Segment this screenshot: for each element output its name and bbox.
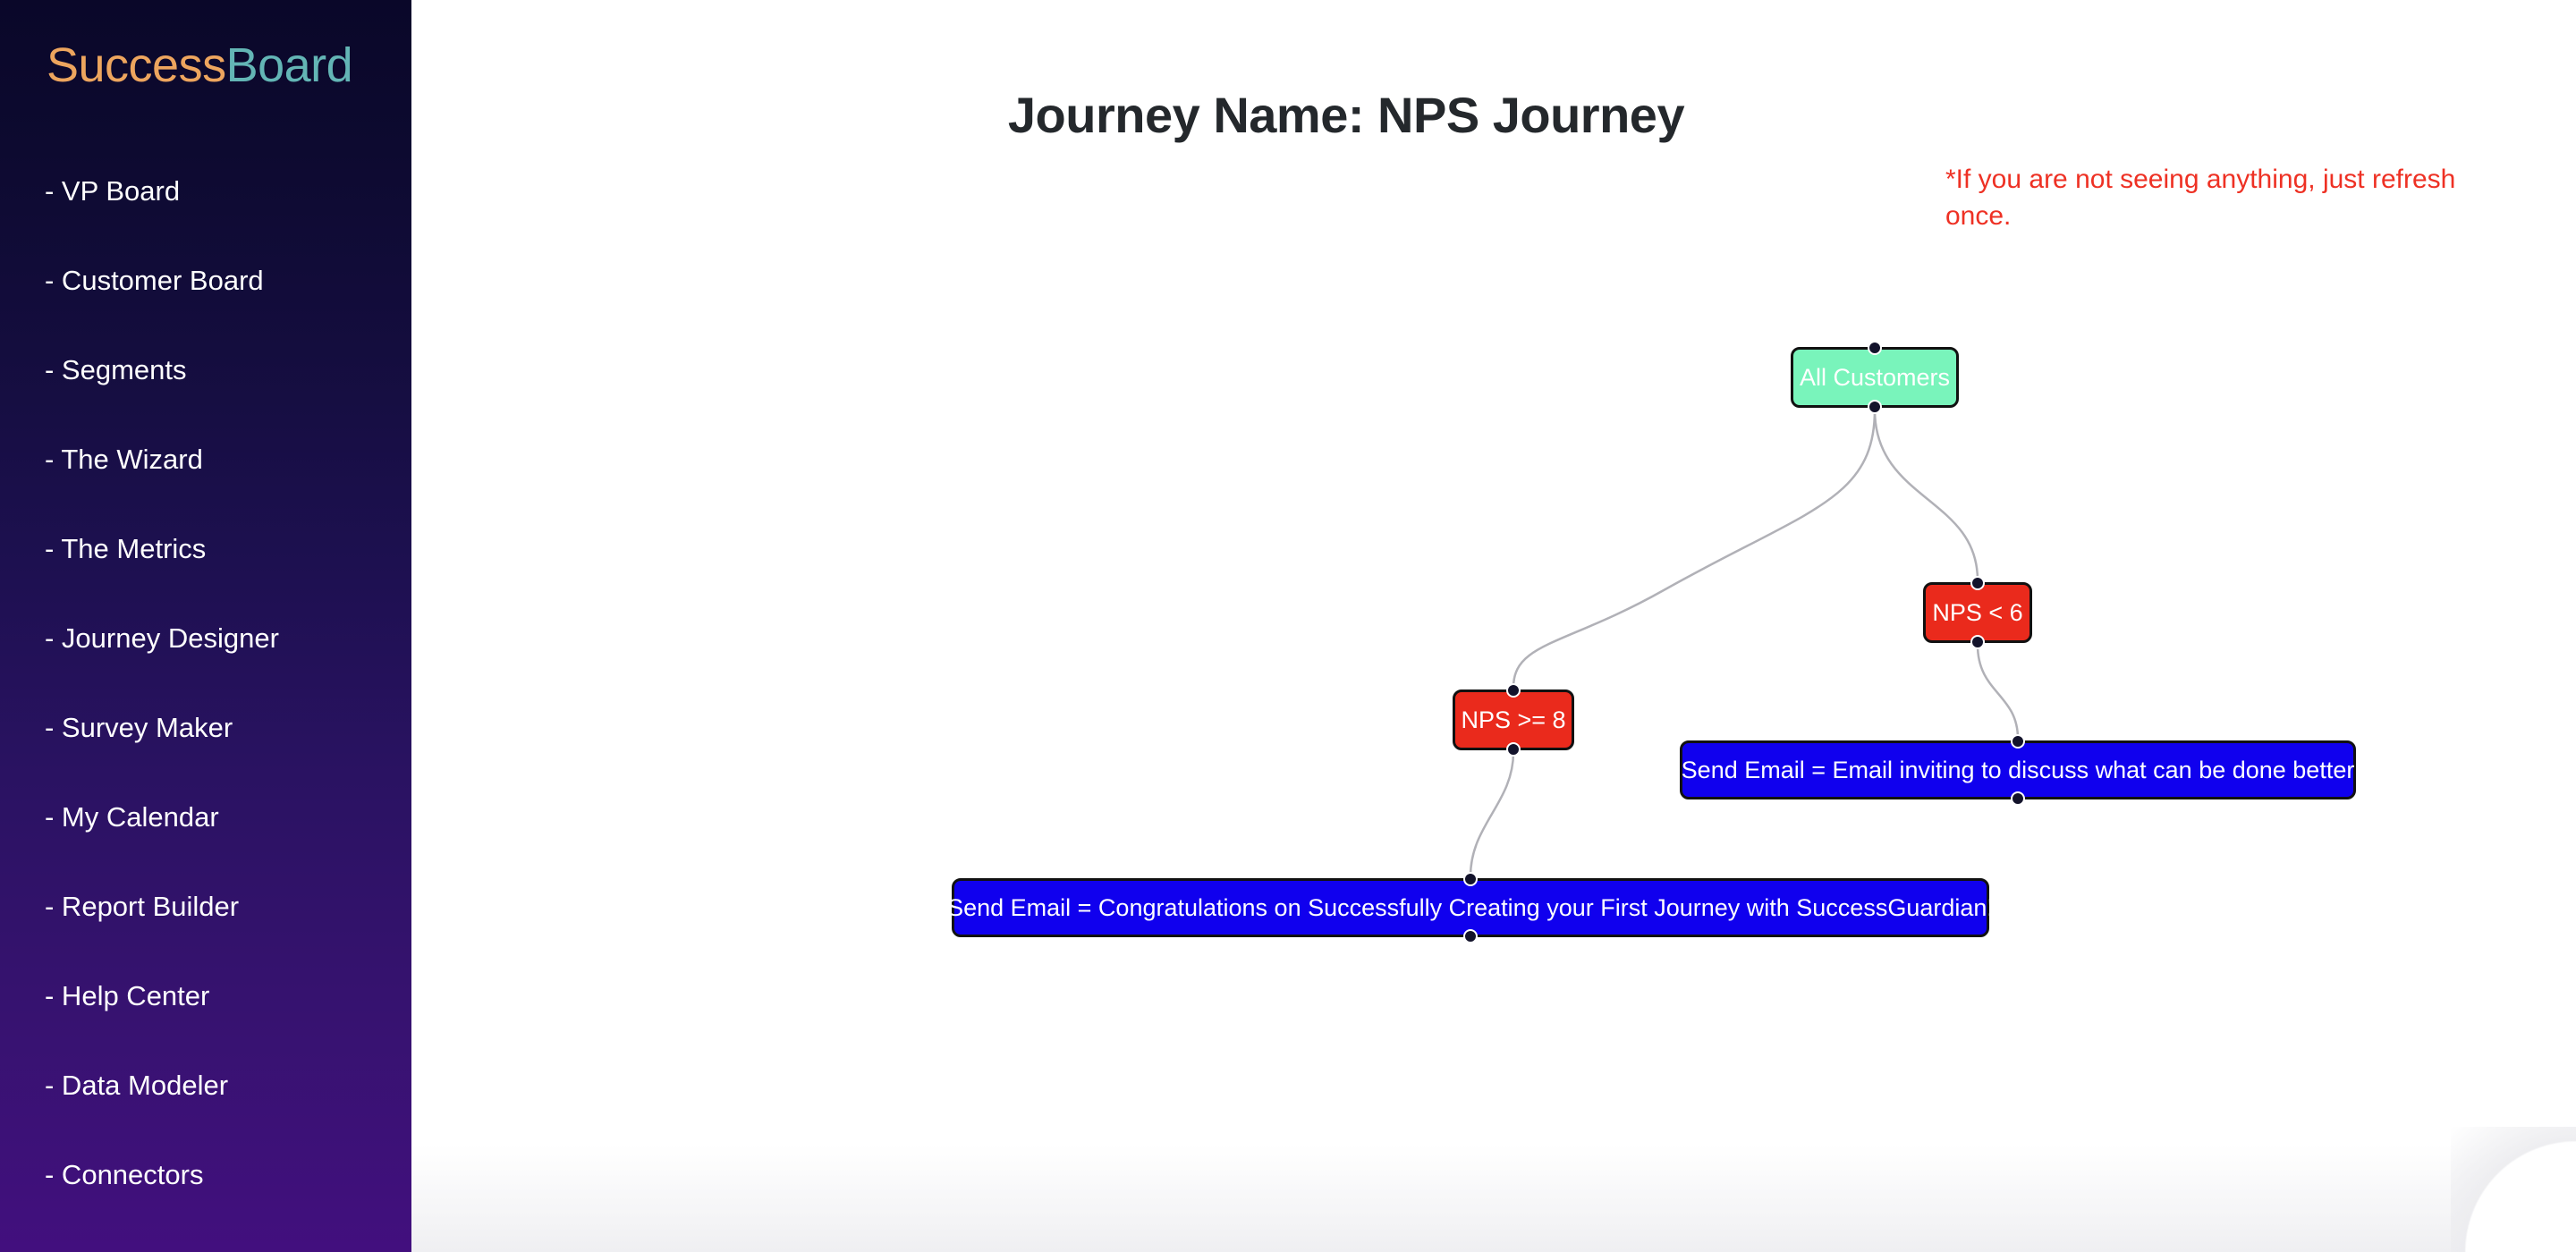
logo-text-success: Success [47,38,226,92]
flow-node-send-email-discuss[interactable]: Send Email = Email inviting to discuss w… [1680,734,2356,806]
edge-all-customers-to-nps-lt-6 [1873,409,1979,581]
flow-node-label: Send Email = Congratulations on Successf… [947,893,1994,921]
connection-handle-bottom-icon[interactable] [1970,635,1985,649]
edge-nps-lt-6-to-email-discuss [1976,644,2020,740]
refresh-note: *If you are not seeing anything, just re… [1945,165,2456,232]
sidebar-item-data-modeler[interactable]: - Data Modeler [45,1070,229,1101]
connection-handle-top-icon[interactable] [1970,576,1985,590]
sidebar: SuccessBoard - VP Board - Customer Board… [0,0,411,1252]
connection-handle-bottom-icon[interactable] [1463,929,1478,943]
connection-handle-top-icon[interactable] [1868,341,1882,355]
flow-node-all-customers[interactable]: All Customers [1791,341,1959,414]
edge-nps-gte-8-to-email-congrats [1469,751,1515,877]
flow-node-nps-less-than-6[interactable]: NPS < 6 [1923,576,2032,649]
connection-handle-top-icon[interactable] [1463,872,1478,886]
sidebar-item-journey-designer[interactable]: - Journey Designer [45,622,279,654]
sidebar-item-my-calendar[interactable]: - My Calendar [45,801,219,833]
flow-node-label: NPS >= 8 [1461,706,1566,733]
sidebar-item-customer-board[interactable]: - Customer Board [45,265,264,296]
sidebar-item-report-builder[interactable]: - Report Builder [45,891,240,922]
flow-node-send-email-congratulations[interactable]: Send Email = Congratulations on Successf… [947,872,1994,943]
flow-node-nps-greater-equal-8[interactable]: NPS >= 8 [1453,683,1574,757]
edge-all-customers-to-nps-gte-8 [1512,409,1877,689]
logo-text-board: Board [225,38,353,92]
connection-handle-top-icon[interactable] [2011,734,2025,749]
flow-edges-layer [1469,409,2020,877]
connection-handle-bottom-icon[interactable] [2011,791,2025,806]
connection-handle-bottom-icon[interactable] [1506,742,1521,757]
sidebar-item-the-wizard[interactable]: - The Wizard [45,444,203,475]
page-title: Journey Name: NPS Journey [1007,87,1685,143]
sidebar-item-the-metrics[interactable]: - The Metrics [45,533,207,564]
sidebar-item-help-center[interactable]: - Help Center [45,980,210,1011]
flow-node-label: NPS < 6 [1932,598,2023,626]
main-content: Journey Name: NPS Journey *If you are no… [411,0,2576,1252]
flow-node-label: All Customers [1799,363,1951,391]
journey-flow-canvas[interactable]: All Customers NPS < 6 NPS >= 8 Send Emai… [411,0,2576,1252]
app-logo[interactable]: SuccessBoard [0,38,411,93]
connection-handle-top-icon[interactable] [1506,683,1521,698]
connection-handle-bottom-icon[interactable] [1868,400,1882,414]
sidebar-item-vp-board[interactable]: - VP Board [45,175,181,207]
flow-node-label: Send Email = Email inviting to discuss w… [1681,756,2355,783]
sidebar-item-connectors[interactable]: - Connectors [45,1159,204,1190]
sidebar-nav: - VP Board - Customer Board - Segments -… [0,147,411,1220]
sidebar-item-segments[interactable]: - Segments [45,354,187,385]
sidebar-item-survey-maker[interactable]: - Survey Maker [45,712,233,743]
